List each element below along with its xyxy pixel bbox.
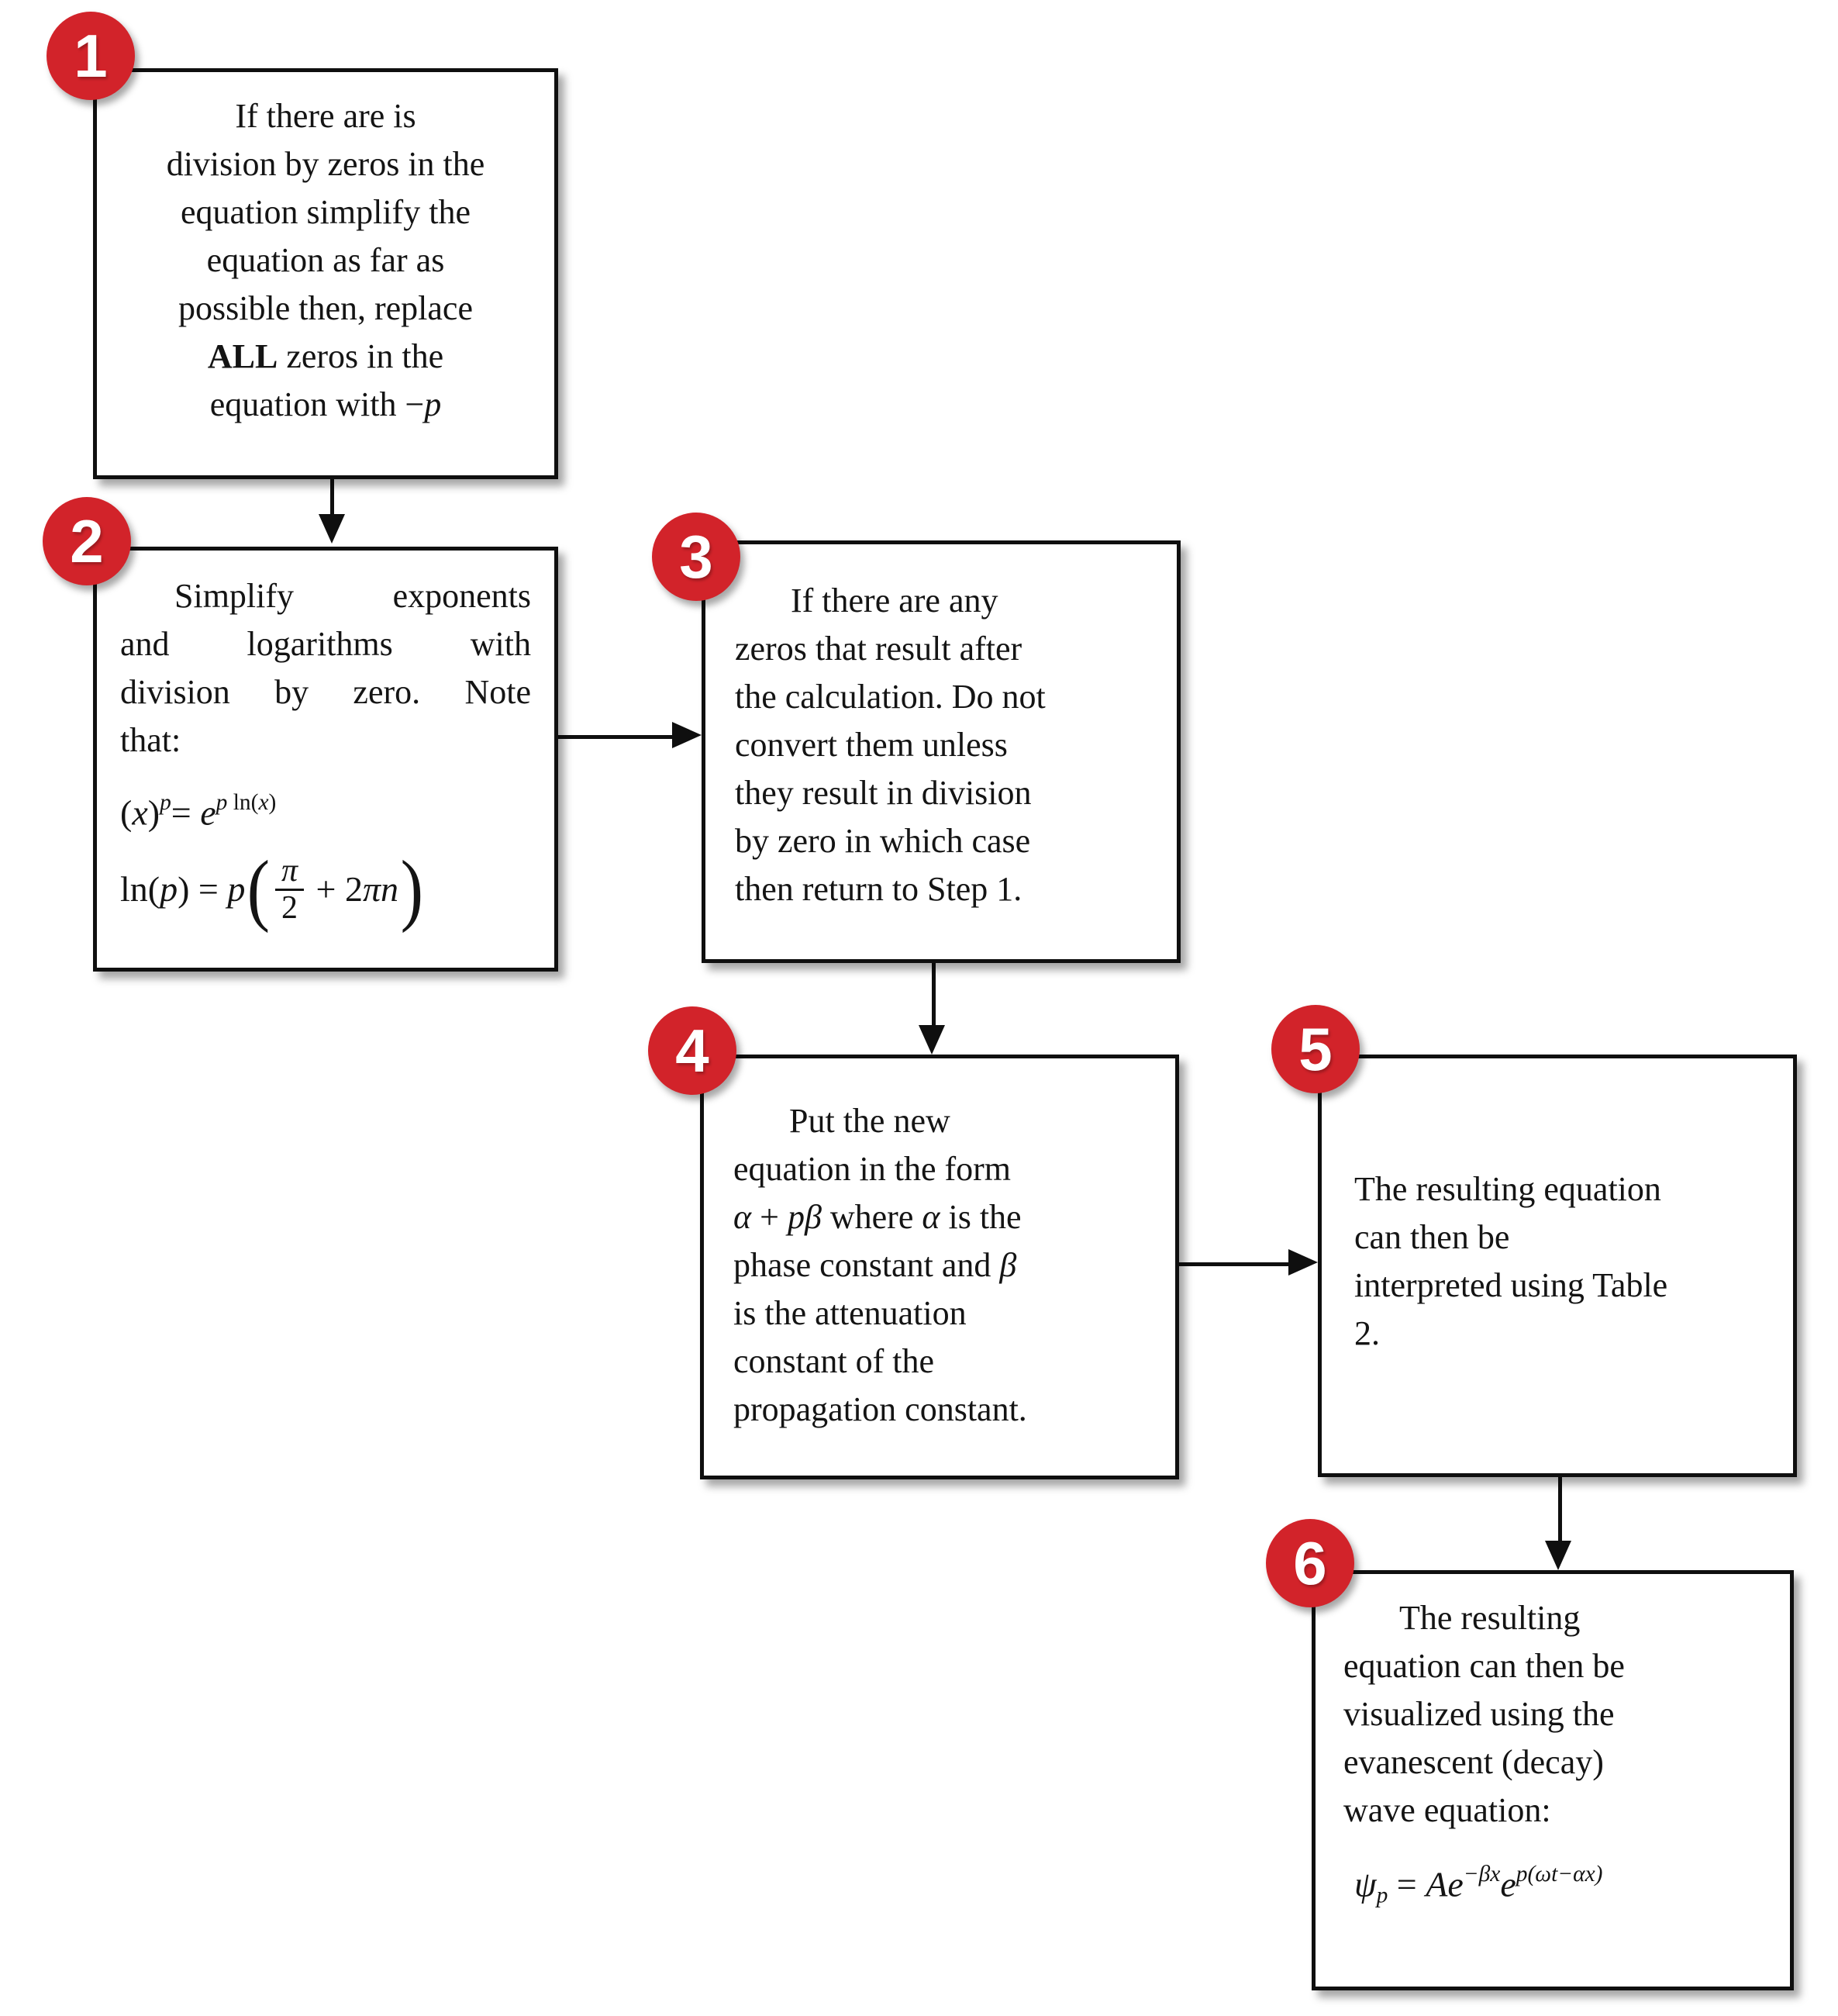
text-line: equation can then be	[1343, 1647, 1625, 1685]
step-1-number-badge: 1	[47, 12, 135, 100]
text-line: can then be	[1354, 1218, 1510, 1256]
fraction-denominator: 2	[275, 888, 305, 926]
step-6-number-badge: 6	[1266, 1519, 1354, 1607]
evanescent-wave-formula: ψp = Ae−βxep(ωt−αx)	[1354, 1862, 1603, 1908]
arrow-step1-to-step2-head	[319, 514, 345, 544]
formula-lead: ln(p) = p	[120, 869, 246, 910]
text-line: The resulting	[1399, 1599, 1581, 1637]
text-line: ALL zeros in the	[207, 337, 444, 375]
arrow-step3-to-step4-line	[932, 963, 936, 1027]
pi-over-two-fraction: π 2	[275, 852, 305, 927]
step-5-box: The resulting equation can then be inter…	[1318, 1055, 1797, 1477]
text-line: If there are is	[235, 97, 416, 135]
text-line: If there are any	[791, 582, 998, 620]
text-line: propagation constant.	[733, 1390, 1027, 1428]
formula-rest: + 2πn	[307, 869, 399, 910]
text-line: possible then, replace	[178, 289, 473, 327]
text-line: equation with −p	[209, 385, 442, 423]
text-line: the calculation. Do not	[735, 678, 1046, 716]
fraction-numerator: π	[281, 852, 298, 889]
step-3-box: If there are any zeros that result after…	[702, 540, 1181, 963]
text-line: α + pβ where α is the	[733, 1198, 1022, 1236]
arrow-step2-to-step3-line	[558, 735, 674, 739]
text-line: phase constant and β	[733, 1246, 1017, 1284]
text-line: they result in division	[735, 774, 1032, 812]
arrow-step4-to-step5-line	[1179, 1262, 1291, 1266]
text-line: The resulting equation	[1354, 1170, 1661, 1208]
text-line: division by zero. Note	[120, 673, 531, 711]
arrow-step5-to-step6-head	[1545, 1541, 1571, 1570]
step-6-box: The resulting equation can then be visua…	[1312, 1570, 1794, 1990]
text-line: Simplify exponents	[174, 577, 531, 615]
text-line: equation in the form	[733, 1150, 1012, 1188]
arrow-step5-to-step6-line	[1558, 1477, 1562, 1542]
text-line: 2.	[1354, 1314, 1380, 1352]
arrow-step2-to-step3-head	[672, 722, 702, 748]
text-line: by zero in which case	[735, 822, 1031, 860]
text-line: then return to Step 1.	[735, 870, 1022, 908]
text-line: convert them unless	[735, 726, 1008, 764]
text-line: Put the new	[789, 1102, 950, 1140]
text-line: is the attenuation	[733, 1294, 967, 1332]
arrow-step1-to-step2-line	[330, 479, 334, 516]
exponent-identity-formula: (x)p= ep ln(x)	[120, 790, 277, 833]
step-4-number-badge: 4	[648, 1006, 736, 1095]
text-line: visualized using the	[1343, 1695, 1615, 1733]
text-line: constant of the	[733, 1342, 935, 1380]
step-2-box: Simplify exponents and logarithms with d…	[93, 547, 558, 972]
logarithm-identity-formula: ln(p) = p ( π 2 + 2πn )	[120, 844, 424, 934]
text-line: equation simplify the	[181, 193, 471, 231]
text-line: equation as far as	[206, 241, 445, 279]
text-line: evanescent (decay)	[1343, 1743, 1604, 1781]
text-line: zeros that result after	[735, 630, 1022, 668]
step-5-number-badge: 5	[1271, 1005, 1360, 1093]
step-1-box: If there are is division by zeros in the…	[93, 68, 558, 479]
step-2-number-badge: 2	[43, 497, 131, 585]
step-4-box: Put the new equation in the form α + pβ …	[700, 1055, 1179, 1479]
step-3-number-badge: 3	[652, 513, 740, 601]
text-line: and logarithms with	[120, 625, 531, 663]
text-line: that:	[120, 721, 181, 759]
arrow-step3-to-step4-head	[919, 1025, 945, 1055]
text-line: wave equation:	[1343, 1791, 1551, 1829]
text-line: interpreted using Table	[1354, 1266, 1668, 1304]
arrow-step4-to-step5-head	[1288, 1249, 1318, 1276]
text-line: division by zeros in the	[166, 145, 485, 183]
